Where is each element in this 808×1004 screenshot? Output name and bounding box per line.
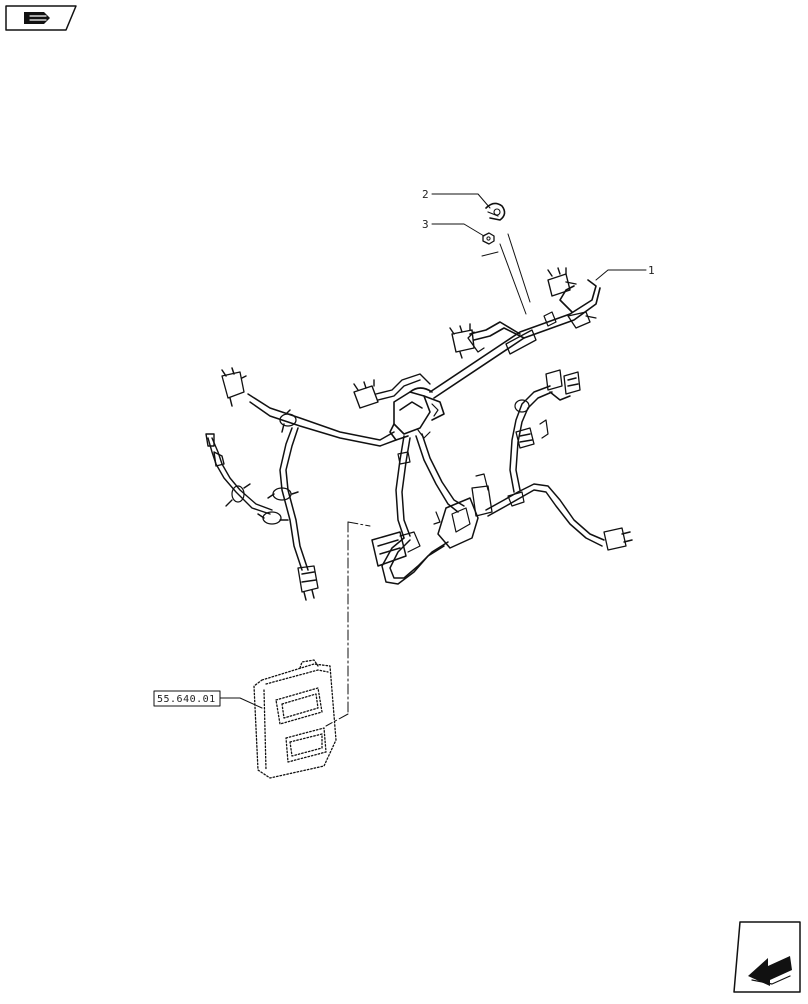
reference-leader xyxy=(219,697,263,709)
connector-top-middle xyxy=(449,323,475,359)
connector-upper-left xyxy=(353,373,431,409)
callout-3: 3 xyxy=(422,218,429,231)
left-branch xyxy=(221,367,397,447)
callout-1: 1 xyxy=(648,264,655,277)
nut-part-3 xyxy=(482,232,495,245)
connector-top-right xyxy=(547,267,577,297)
left-down-branch xyxy=(257,427,319,601)
right-branch xyxy=(485,369,633,551)
next-page-arrow-icon[interactable] xyxy=(733,921,801,993)
callout-2: 2 xyxy=(422,188,429,201)
reference-label[interactable]: 55.640.01 xyxy=(157,694,216,705)
main-harness-trunk xyxy=(429,279,601,399)
callout-leaders xyxy=(431,193,647,315)
ecu-module xyxy=(253,659,337,779)
clamp-part-2 xyxy=(485,202,506,221)
ecu-dashdot-leader xyxy=(325,521,371,727)
far-left-sensor-branch xyxy=(205,433,273,515)
book-navigation-icon[interactable] xyxy=(5,5,77,31)
center-down-branches xyxy=(371,433,493,585)
reference-box[interactable] xyxy=(153,690,221,707)
